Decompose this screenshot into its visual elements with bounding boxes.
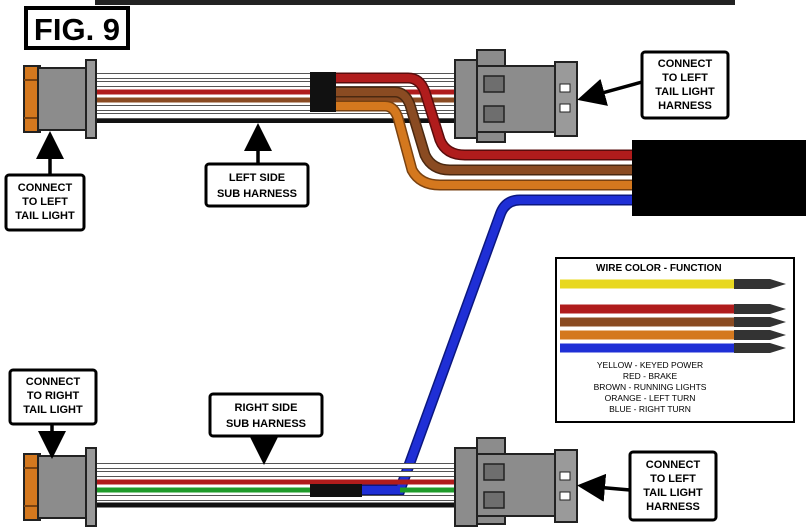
callout-text: CONNECT xyxy=(18,182,73,194)
callout-text: CONNECT xyxy=(658,58,713,70)
callout-text: SUB HARNESS xyxy=(226,418,306,430)
callout-text: CONNECT xyxy=(646,459,701,471)
legend-entry-brown: BROWN - RUNNING LIGHTS xyxy=(594,382,707,392)
callout-arrows xyxy=(36,78,643,502)
legend-entry-orange: ORANGE - LEFT TURN xyxy=(605,393,696,403)
callout-text: LEFT SIDE xyxy=(229,172,285,184)
callout-text: CONNECT xyxy=(26,376,81,388)
callout-text: TO LEFT xyxy=(650,473,696,485)
callout-text: TAIL LIGHT xyxy=(655,86,715,98)
top-heat-shrink xyxy=(310,72,336,112)
callout-text: TAIL LIGHT xyxy=(15,210,75,222)
legend-wire-tip-orange xyxy=(734,330,786,340)
blue-wire xyxy=(360,194,640,496)
bottom-harness-wires xyxy=(95,463,455,508)
figure-title: FIG. 9 xyxy=(34,12,120,47)
callout-text: TAIL LIGHT xyxy=(643,487,703,499)
callout-bottom-right: CONNECT TO LEFT TAIL LIGHT HARNESS xyxy=(628,450,718,522)
callout-text: TO LEFT xyxy=(662,72,708,84)
bottom-right-harness-connector xyxy=(454,437,578,527)
callout-top-left: CONNECT TO LEFT TAIL LIGHT xyxy=(4,173,86,232)
callout-text: SUB HARNESS xyxy=(217,188,297,200)
callout-left-sub-harness: LEFT SIDE SUB HARNESS xyxy=(204,162,310,208)
figure-label: FIG. 9 xyxy=(24,6,130,50)
callout-right-sub-harness: RIGHT SIDE SUB HARNESS xyxy=(208,392,324,438)
wire-color-legend: WIRE COLOR - FUNCTION YELLOW - KEYED POW… xyxy=(555,257,795,423)
callout-text: HARNESS xyxy=(658,100,712,112)
top-edge-strip xyxy=(95,0,735,5)
bottom-heat-shrink xyxy=(310,484,362,497)
callout-text: HARNESS xyxy=(646,501,700,513)
callout-text: TO RIGHT xyxy=(27,390,80,402)
legend-wire-tip-blue xyxy=(734,343,786,353)
main-cable-sleeve xyxy=(632,140,806,216)
legend-wire-tip-yellow xyxy=(734,279,786,289)
bottom-left-tail-light-connector xyxy=(23,447,97,527)
legend-entry-red: RED - BRAKE xyxy=(623,371,678,381)
top-harness-wires xyxy=(95,72,640,191)
legend-wire-tip-red xyxy=(734,304,786,314)
callout-text: RIGHT SIDE xyxy=(235,402,298,414)
legend-title: WIRE COLOR - FUNCTION xyxy=(596,263,722,274)
callout-text: TO LEFT xyxy=(22,196,68,208)
top-left-tail-light-connector xyxy=(23,59,97,139)
legend-wire-samples xyxy=(560,279,786,353)
legend-entry-yellow: YELLOW - KEYED POWER xyxy=(597,360,703,370)
top-right-harness-connector xyxy=(454,49,578,143)
legend-wire-tip-brown xyxy=(734,317,786,327)
callout-text: TAIL LIGHT xyxy=(23,404,83,416)
callout-top-right: CONNECT TO LEFT TAIL LIGHT HARNESS xyxy=(640,50,730,120)
legend-entry-blue: BLUE - RIGHT TURN xyxy=(609,404,691,414)
callout-bottom-left: CONNECT TO RIGHT TAIL LIGHT xyxy=(8,368,98,426)
